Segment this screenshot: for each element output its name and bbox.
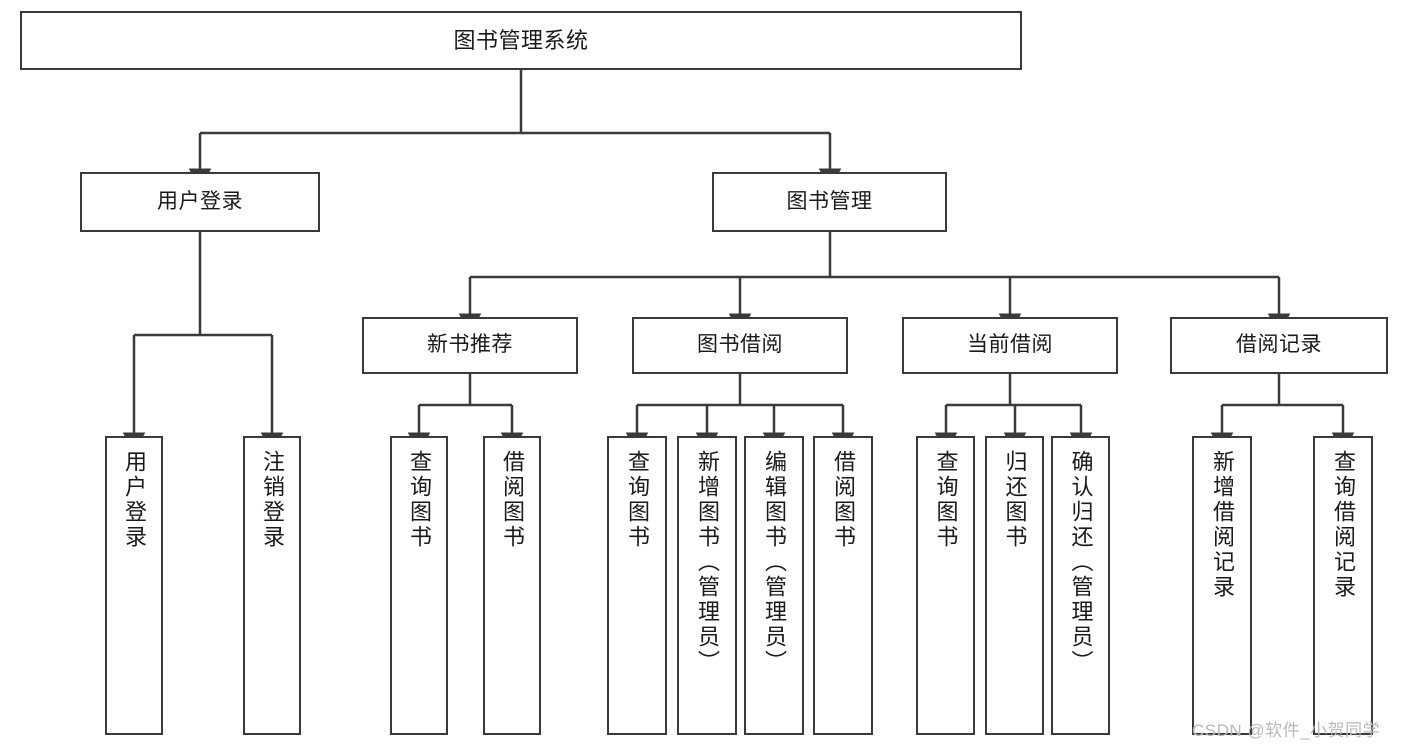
node-label: 用户登录 — [157, 189, 243, 213]
node-label: 新书推荐 — [427, 333, 513, 357]
node-leaf-cur-2[interactable]: 归还图书 — [985, 436, 1044, 735]
node-label: 图书借阅 — [697, 333, 783, 357]
node-leaf-rec-2[interactable]: 查询借阅记录 — [1313, 436, 1373, 735]
node-label: 编辑图书（管理员） — [762, 450, 787, 675]
node-leaf-cur-3[interactable]: 确认归还（管理员） — [1051, 436, 1110, 735]
node-leaf-new-1[interactable]: 查询图书 — [390, 436, 448, 735]
node-label: 借阅图书 — [831, 450, 856, 550]
node-label: 用户登录 — [122, 450, 147, 550]
node-label: 当前借阅 — [967, 333, 1053, 357]
node-login[interactable]: 用户登录 — [80, 172, 320, 232]
node-label: 查询图书 — [625, 450, 650, 550]
node-leaf-cur-1[interactable]: 查询图书 — [916, 436, 975, 735]
node-label: 借阅图书 — [500, 450, 525, 550]
node-leaf-new-2[interactable]: 借阅图书 — [483, 436, 541, 735]
node-leaf-borrow-3[interactable]: 编辑图书（管理员） — [744, 436, 804, 735]
node-label: 借阅记录 — [1236, 333, 1322, 357]
node-leaf-borrow-1[interactable]: 查询图书 — [607, 436, 667, 735]
node-label: 新增图书（管理员） — [695, 450, 720, 675]
node-label: 查询借阅记录 — [1331, 450, 1356, 600]
node-label: 归还图书 — [1002, 450, 1028, 550]
connector-lines — [122, 70, 1355, 454]
node-leaf-login-1[interactable]: 用户登录 — [105, 436, 163, 735]
node-label: 图书管理系统 — [453, 27, 589, 53]
node-root[interactable]: 图书管理系统 — [20, 11, 1022, 70]
node-label: 新增借阅记录 — [1210, 450, 1235, 600]
node-label: 查询图书 — [933, 450, 959, 550]
node-leaf-rec-1[interactable]: 新增借阅记录 — [1192, 436, 1252, 735]
node-current[interactable]: 当前借阅 — [902, 317, 1118, 374]
node-borrow[interactable]: 图书借阅 — [632, 317, 848, 374]
node-bookmgmt[interactable]: 图书管理 — [712, 172, 947, 232]
node-label: 查询图书 — [407, 450, 432, 550]
node-leaf-borrow-4[interactable]: 借阅图书 — [813, 436, 873, 735]
node-leaf-borrow-2[interactable]: 新增图书（管理员） — [677, 436, 737, 735]
node-newbook[interactable]: 新书推荐 — [362, 317, 578, 374]
node-label: 确认归还（管理员） — [1068, 450, 1094, 675]
node-leaf-login-2[interactable]: 注销登录 — [243, 436, 301, 735]
node-label: 图书管理 — [786, 189, 873, 213]
node-label: 注销登录 — [260, 450, 285, 550]
node-record[interactable]: 借阅记录 — [1170, 317, 1388, 374]
